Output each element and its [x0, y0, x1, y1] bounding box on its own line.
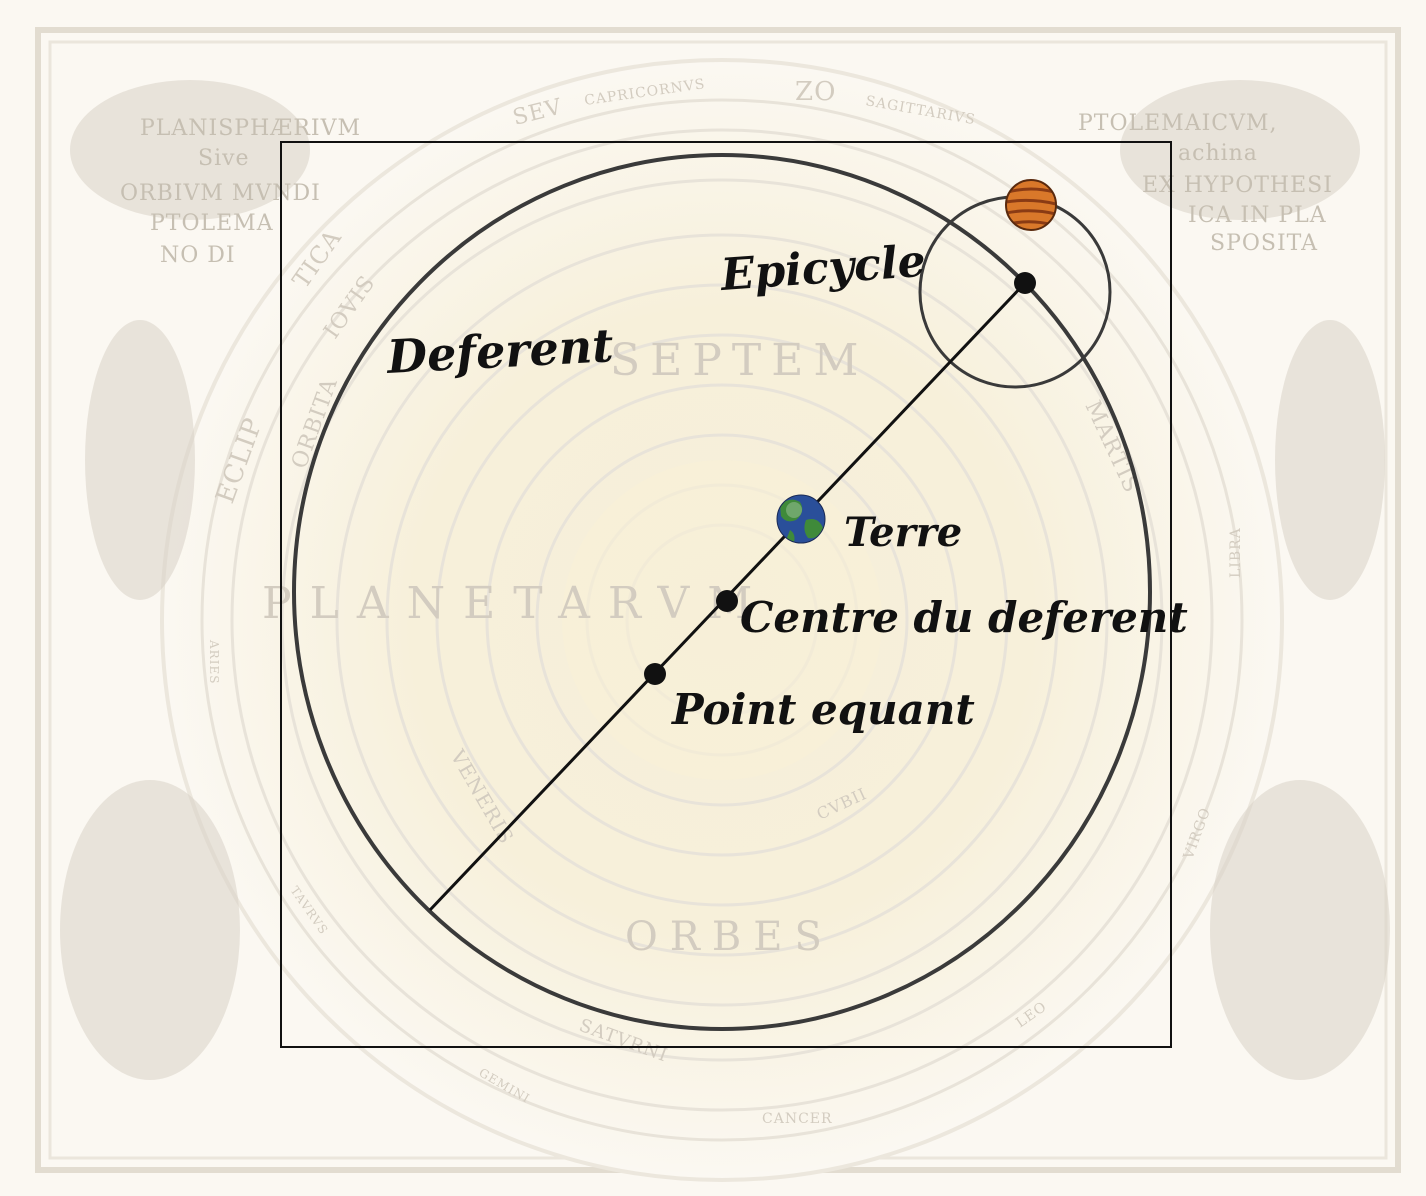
bg-ring-text-14: ARIES	[207, 639, 221, 684]
bg-header-left-5: NO DI	[160, 243, 236, 268]
bg-header-right-5: SPOSITA	[1210, 231, 1318, 256]
bg-header-left-1: PLANISPHÆRIVM	[140, 116, 361, 141]
label-terre: Terre	[844, 509, 962, 556]
label-centre-du-deferent: Centre du deferent	[740, 593, 1188, 642]
bg-header-left-3: ORBIVM MVNDI	[120, 181, 321, 206]
planet-icon	[1006, 180, 1056, 230]
epicycle-center-point	[1014, 272, 1036, 294]
bg-header-right-1: PTOLEMAICVM,	[1078, 111, 1278, 136]
bg-ring-text-8: CANCER	[762, 1111, 833, 1127]
bg-header-left-2: Sive	[198, 146, 250, 171]
earth-icon	[777, 495, 825, 543]
deferent-center-point	[716, 590, 738, 612]
bg-ring-text-10: LIBRA	[1228, 527, 1244, 578]
bg-ring-text-7: ORBES	[625, 914, 834, 960]
bg-header-left-4: PTOLEMA	[150, 211, 274, 236]
label-point-equant: Point equant	[671, 685, 975, 734]
equant-point	[644, 663, 666, 685]
bg-ring-text-3: ZO	[795, 77, 836, 107]
bg-header-right-4: ICA IN PLA	[1188, 203, 1327, 228]
bg-ring-text-6: PLANETARVM	[262, 578, 770, 629]
bg-header-right-2: achina	[1178, 141, 1258, 166]
bg-ring-text-5: SEPTEM	[610, 335, 868, 386]
